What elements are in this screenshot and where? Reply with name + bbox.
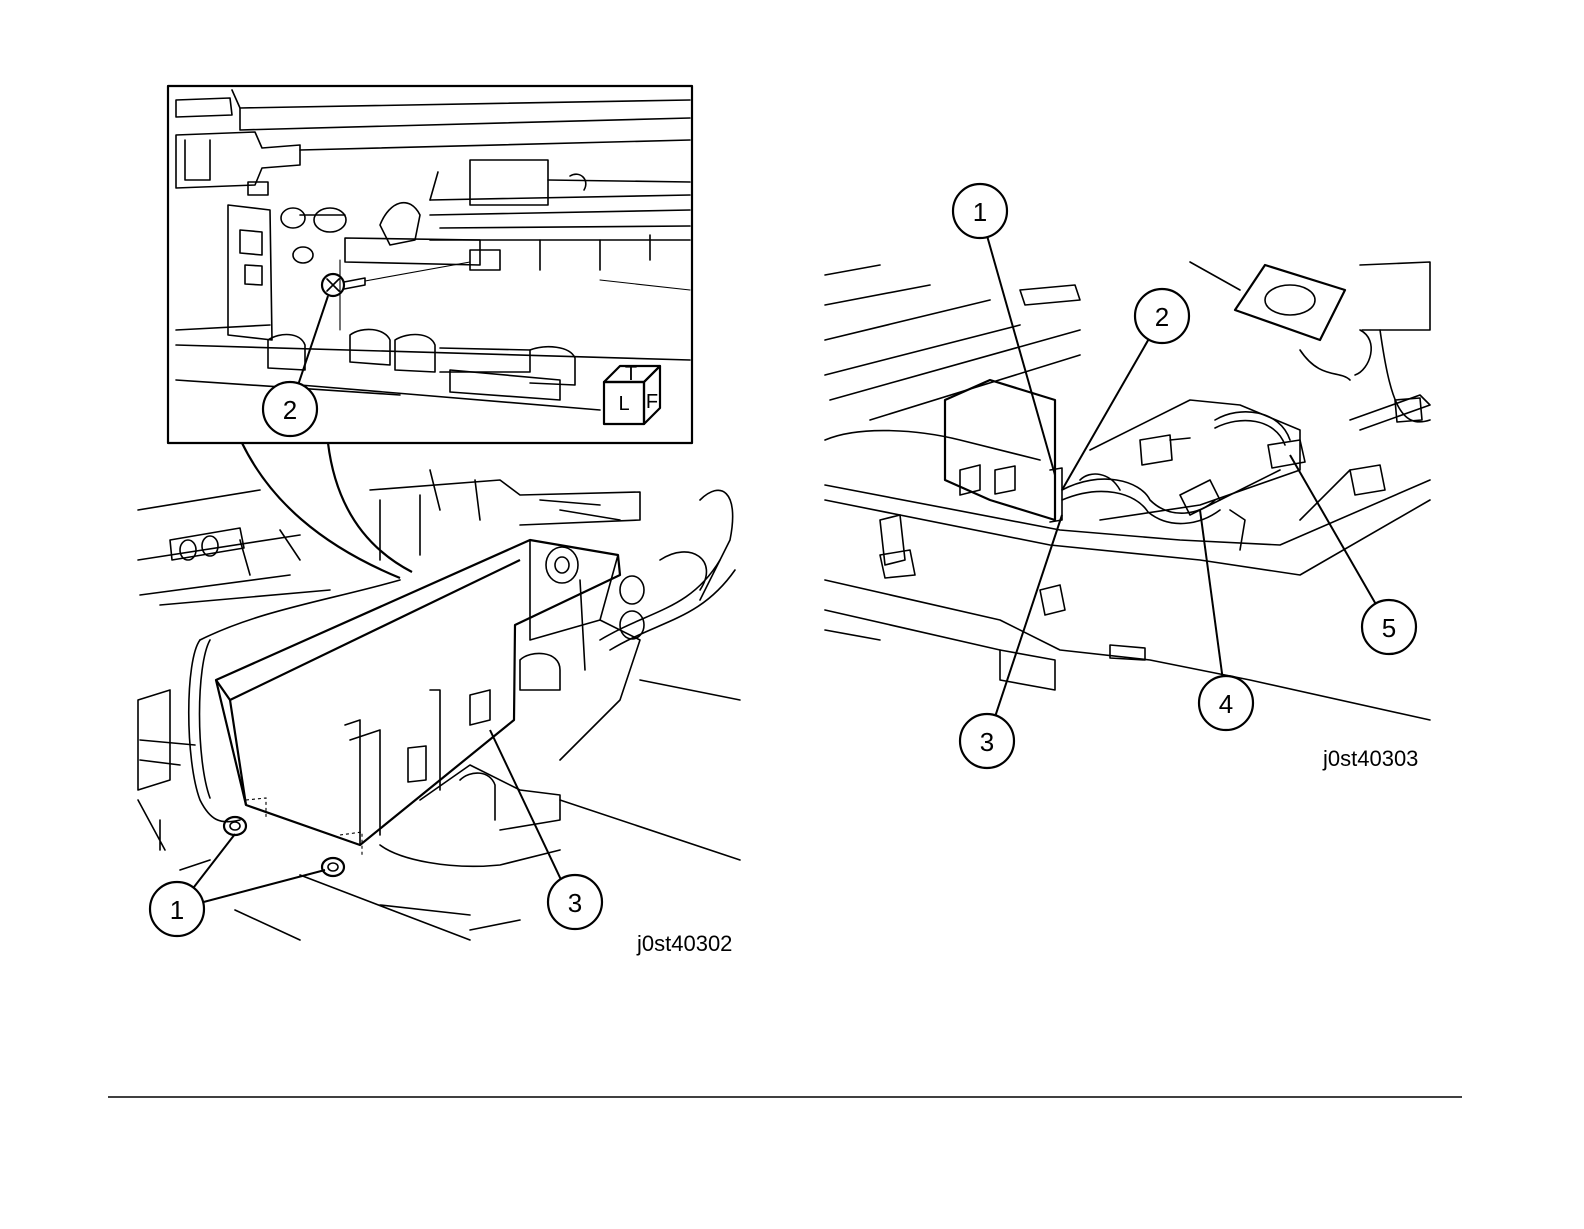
magnifier-line-left [242,443,400,578]
machine-assembly-left [138,470,740,940]
svg-text:1: 1 [170,895,184,925]
caption-left: j0st40302 [636,931,732,956]
magnifier-line-right [328,443,412,572]
inset-detail: T L F [168,86,692,443]
callout-right-3: 3 [960,714,1014,768]
callout-right-2: 2 [1135,289,1189,343]
left-figure: T L F [138,86,740,956]
svg-text:4: 4 [1219,689,1233,719]
right-figure: 1 2 3 4 5 j0st40303 [825,184,1430,771]
screw-1a-icon [224,817,246,835]
screw-2-icon [322,262,470,296]
svg-text:3: 3 [980,727,994,757]
svg-text:3: 3 [568,888,582,918]
part-3-cover [216,540,740,866]
cube-front-label: F [646,391,658,413]
caption-right: j0st40303 [1322,746,1418,771]
cube-top-label: T [625,363,637,385]
callout-right-4: 4 [1199,676,1253,730]
callout-left-1: 1 [150,882,204,936]
machine-assembly-right [825,262,1430,720]
callout-left-2: 2 [263,382,317,436]
svg-text:2: 2 [283,395,297,425]
svg-text:1: 1 [973,197,987,227]
svg-text:5: 5 [1382,613,1396,643]
callout-left-3: 3 [548,875,602,929]
orientation-cube-icon: T L F [604,363,660,424]
svg-text:2: 2 [1155,302,1169,332]
callout-right-1: 1 [953,184,1007,238]
screw-1b-icon [322,858,344,876]
cube-left-label: L [618,393,629,415]
callout-right-5: 5 [1362,600,1416,654]
